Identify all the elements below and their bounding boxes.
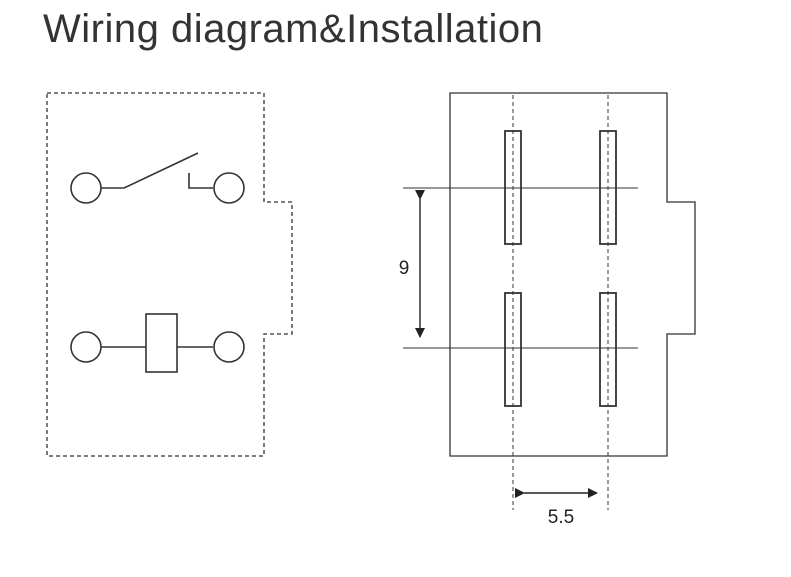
wiring-diagram — [46, 92, 293, 457]
page-title: Wiring diagram&Installation — [43, 7, 544, 51]
switch-contact — [70, 152, 245, 204]
relay-outline — [449, 92, 696, 457]
horizontal-dimension-label: 5.5 — [548, 507, 574, 528]
coil-terminal-left — [70, 331, 102, 363]
pin-slot-top-right — [599, 130, 617, 245]
switch-terminal-left — [70, 172, 102, 204]
installation-diagram — [403, 92, 696, 510]
pin-slot-top-left — [504, 130, 522, 245]
switch-blade — [123, 152, 199, 189]
pin-slot-bottom-right — [599, 292, 617, 407]
switch-terminal-right — [213, 172, 245, 204]
vertical-dimension-label: 9 — [399, 258, 410, 279]
coil — [70, 313, 245, 373]
wiring-outline — [46, 92, 293, 457]
coil-body — [145, 313, 178, 373]
switch-fixed-contact — [188, 173, 213, 189]
pin-slot-bottom-left — [504, 292, 522, 407]
coil-terminal-right — [213, 331, 245, 363]
